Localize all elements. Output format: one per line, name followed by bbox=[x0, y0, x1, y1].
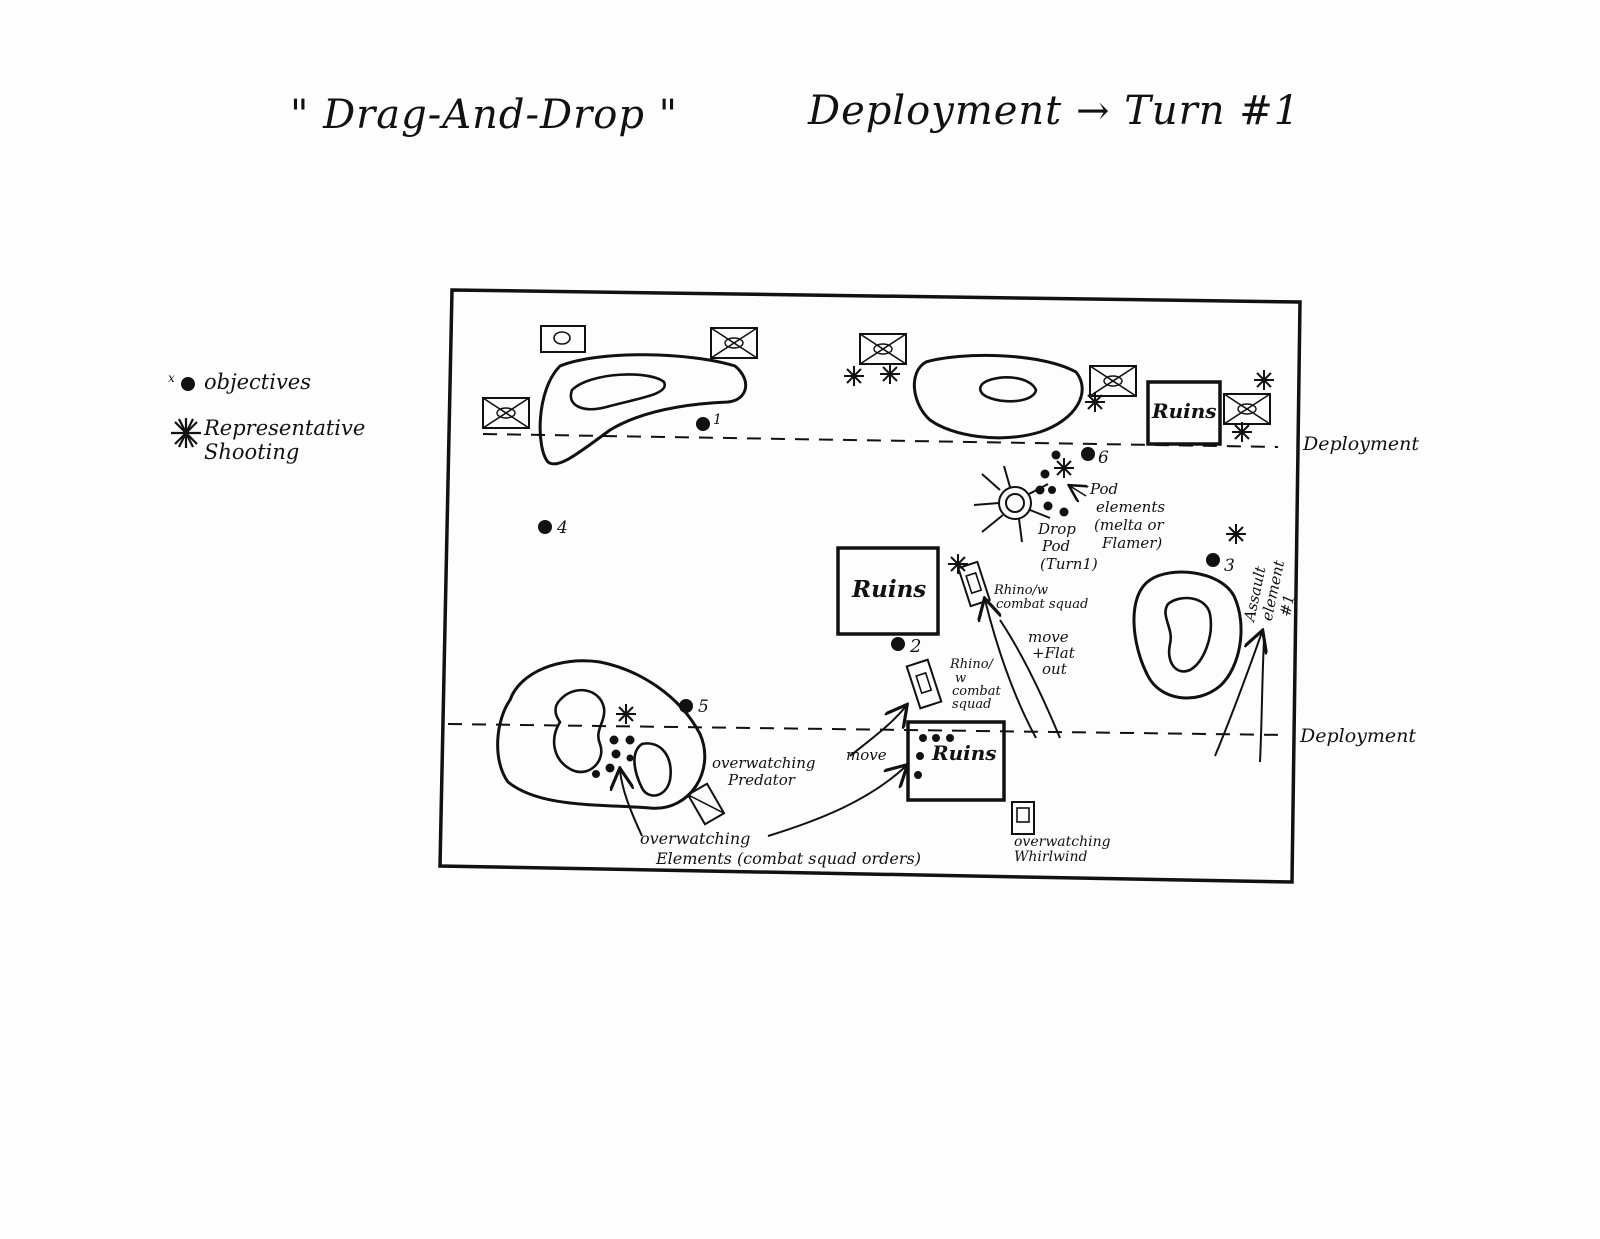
ruins-center-label: Ruins bbox=[851, 576, 926, 603]
ruins-top-right: Ruins bbox=[1146, 380, 1222, 446]
shooting-burst-icon bbox=[1053, 457, 1075, 479]
svg-text:5: 5 bbox=[698, 697, 709, 717]
pod-element-markers bbox=[1035, 450, 1069, 517]
whirlwind-tank bbox=[1011, 801, 1035, 835]
shooting-burst-icon bbox=[879, 363, 901, 385]
svg-text:x: x bbox=[168, 371, 175, 385]
objective-6: 6 bbox=[1081, 447, 1109, 468]
movement-arrows bbox=[620, 600, 1264, 837]
legend-objectives-label: objectives bbox=[204, 370, 312, 394]
objective-marker-icon: x bbox=[168, 370, 204, 398]
deployment-line-bottom bbox=[447, 723, 1286, 736]
shooting-burst-icon bbox=[947, 553, 969, 575]
legend-shooting-label: Representative Shooting bbox=[204, 416, 366, 464]
ruins-top-right-label: Ruins bbox=[1151, 399, 1217, 423]
shooting-burst-icon bbox=[1084, 391, 1106, 413]
shooting-burst-icon bbox=[1253, 369, 1275, 391]
shooting-burst-icon bbox=[843, 365, 865, 387]
hill-bottom-left bbox=[496, 659, 707, 810]
drop-pod bbox=[973, 465, 1051, 543]
svg-text:2: 2 bbox=[909, 636, 921, 657]
ruins-bottom: Ruins bbox=[906, 720, 1006, 802]
hill-top-left bbox=[538, 353, 748, 466]
predator-tank bbox=[686, 782, 726, 826]
svg-text:3: 3 bbox=[1224, 556, 1235, 576]
shooting-burst-icon bbox=[615, 703, 637, 725]
crate-x-2 bbox=[482, 397, 530, 429]
assault-element-label: Assaultelement#1 bbox=[1240, 554, 1305, 632]
board-border bbox=[438, 288, 1302, 884]
rhino-bottom bbox=[905, 658, 943, 710]
objective-4: 4 bbox=[538, 518, 568, 538]
crate-top-left-small bbox=[540, 325, 586, 353]
crate-x-1 bbox=[710, 327, 758, 359]
objective-2: 2 bbox=[891, 636, 921, 657]
hill-right bbox=[1132, 570, 1243, 700]
shooting-burst-icon bbox=[1225, 523, 1247, 545]
shooting-burst-icon bbox=[168, 416, 204, 448]
shooting-burst-icon bbox=[1231, 421, 1253, 443]
deployment-label-top: Deployment bbox=[1302, 433, 1419, 455]
legend: x objectives Representative Shooting bbox=[168, 370, 388, 482]
objective-5: 5 bbox=[679, 697, 709, 717]
legend-objectives: x objectives bbox=[168, 370, 388, 398]
svg-text:6: 6 bbox=[1098, 448, 1109, 468]
crate-x-4 bbox=[1089, 365, 1137, 397]
deployment-line-top bbox=[482, 433, 1279, 448]
crate-x-3 bbox=[859, 333, 907, 365]
objective-1: 1 bbox=[696, 412, 722, 431]
ruins-center: Ruins bbox=[836, 546, 940, 636]
page-title-drag-and-drop: " Drag-And-Drop " bbox=[290, 92, 679, 138]
svg-text:4: 4 bbox=[556, 518, 568, 538]
crate-x-5 bbox=[1223, 393, 1271, 425]
move-label: move bbox=[846, 746, 887, 764]
deployment-label-bottom: Deployment bbox=[1299, 725, 1416, 747]
page-title-deployment-turn: Deployment → Turn #1 bbox=[808, 88, 1301, 134]
legend-shooting: Representative Shooting bbox=[168, 416, 388, 464]
objective-3: 3 bbox=[1206, 553, 1235, 576]
svg-text:1: 1 bbox=[713, 412, 722, 428]
ruins-bottom-label: Ruins bbox=[931, 741, 997, 765]
hill-top-center bbox=[912, 353, 1084, 440]
